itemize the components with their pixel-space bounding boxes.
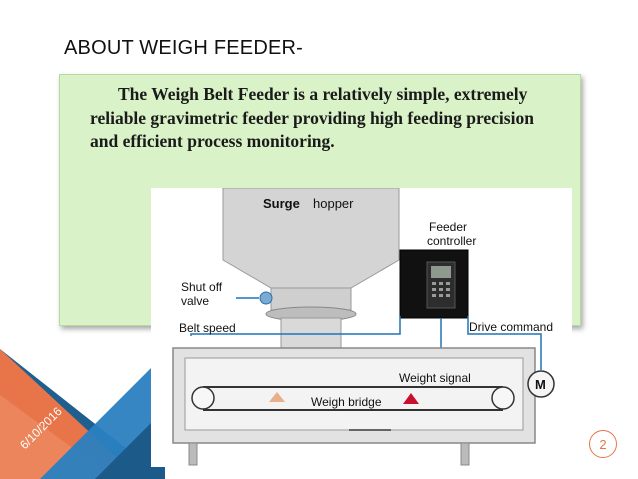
label-controller: controller: [427, 234, 476, 248]
label-hopper: hopper: [313, 196, 354, 211]
valve-icon: [259, 291, 273, 305]
label-belt-speed: Belt speed: [179, 321, 236, 335]
surge-hopper: [222, 188, 400, 289]
label-feeder: Feeder: [429, 220, 467, 234]
idler-marker: [269, 392, 285, 402]
belt-pulley-right: [491, 386, 515, 410]
label-shut-off: Shut off: [181, 280, 223, 294]
spout: [280, 317, 342, 354]
belt-pulley-left: [191, 386, 215, 410]
label-weigh-bridge: Weigh bridge: [311, 395, 382, 409]
slide-title: ABOUT WEIGH FEEDER-: [64, 37, 304, 59]
motor-icon: [527, 370, 555, 398]
label-surge: Surge: [263, 196, 300, 211]
label-motor: M: [535, 377, 546, 392]
label-valve: valve: [181, 294, 209, 308]
page-number: 2: [589, 430, 617, 458]
label-drive-command: Drive command: [469, 320, 553, 334]
body-text: The Weigh Belt Feeder is a relatively si…: [90, 84, 534, 151]
label-weight-signal: Weight signal: [399, 371, 471, 385]
weigh-bridge-marker: [403, 393, 419, 404]
weigh-feeder-diagram: Surge hopper Feeder controller Shut off …: [151, 188, 572, 467]
